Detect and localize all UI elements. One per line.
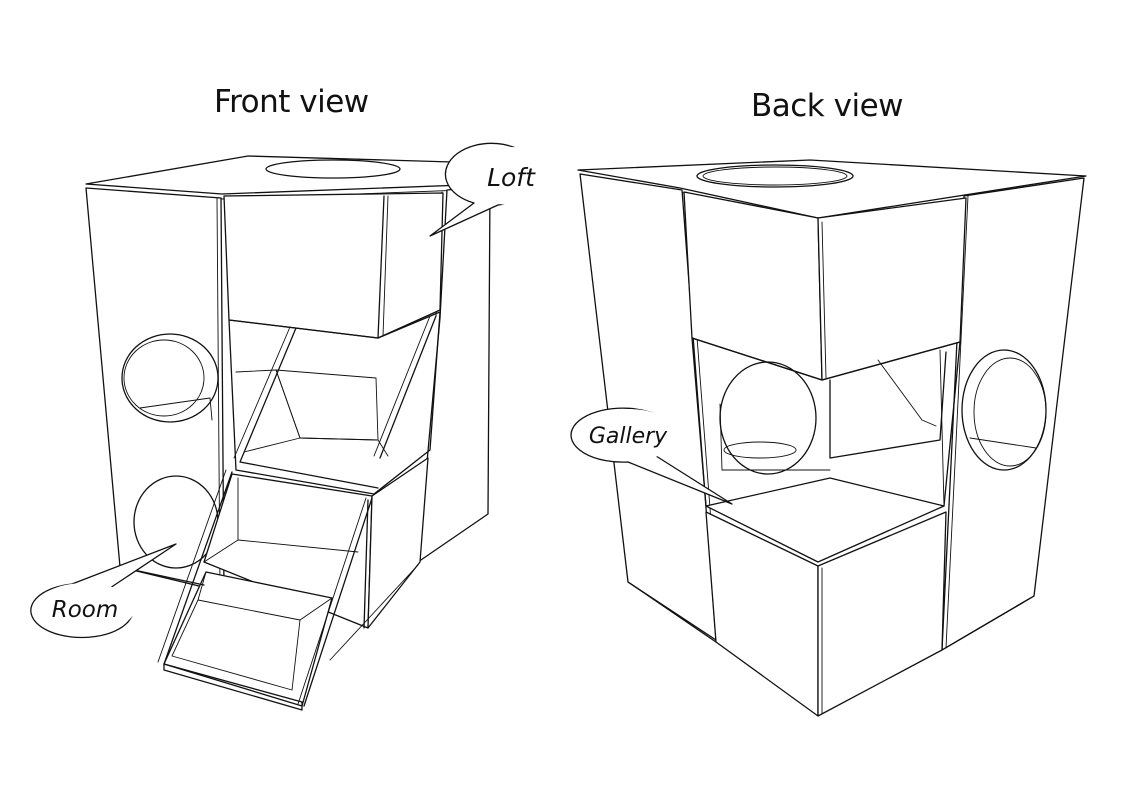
back-loft-box <box>683 191 823 381</box>
back-gallery-opening <box>691 337 961 507</box>
back-top-panel <box>577 159 1087 219</box>
front-left-wall <box>85 187 225 593</box>
back-gallery-step <box>705 477 945 563</box>
back-view-title: Back view <box>751 88 904 124</box>
callout-room-label: Room <box>52 597 119 623</box>
front-upper-left-hole <box>121 333 219 423</box>
back-view-drawing <box>577 159 1087 717</box>
callout-room: Room <box>30 543 177 639</box>
callout-gallery-label: Gallery <box>589 424 668 449</box>
callout-gallery: Gallery <box>570 407 733 505</box>
front-top-hole <box>265 159 401 179</box>
front-view-drawing <box>85 155 491 711</box>
callout-loft: Loft <box>429 142 557 237</box>
back-top-hole <box>696 164 854 188</box>
front-loft-box <box>223 192 444 339</box>
front-view-title: Front view <box>214 84 369 120</box>
callout-loft-label: Loft <box>487 163 536 192</box>
